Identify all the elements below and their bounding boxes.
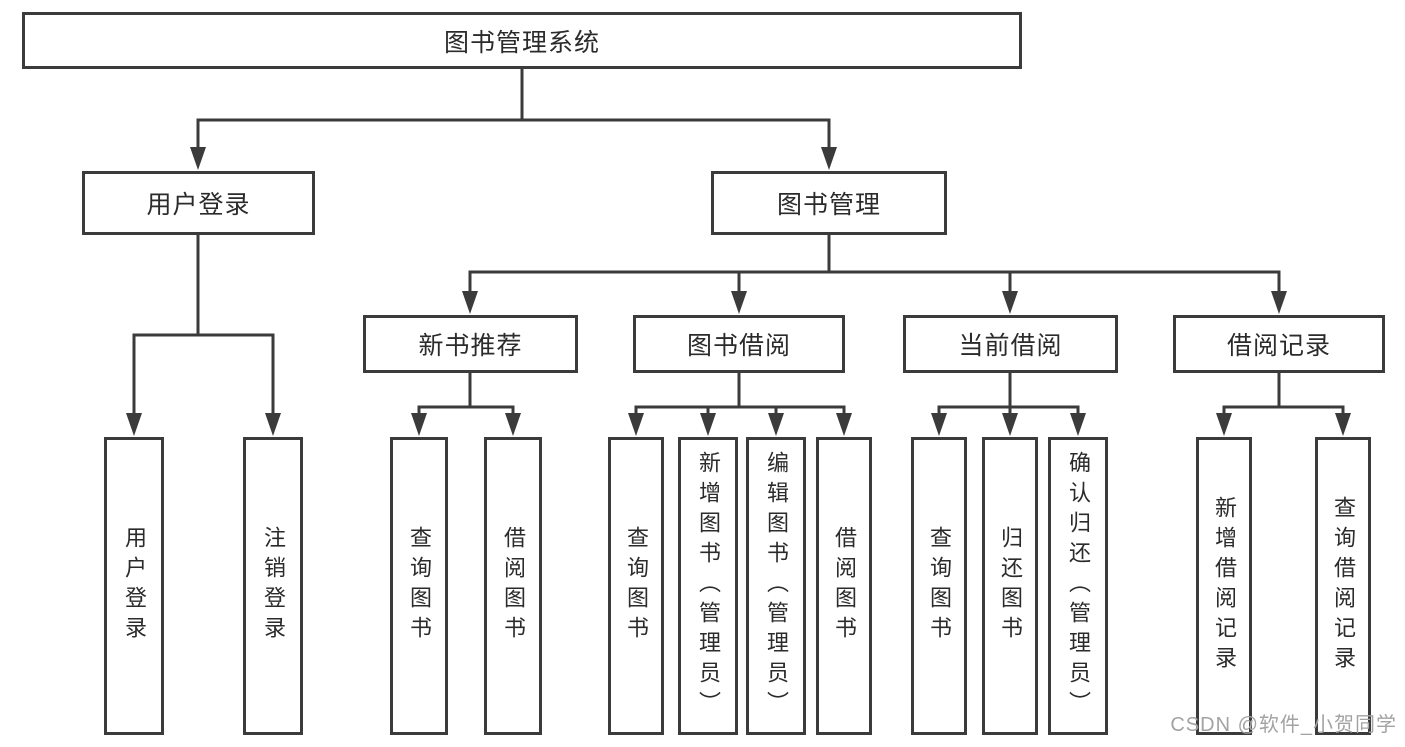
node-current-borrow: 当前借阅 [903, 315, 1118, 373]
leaf-query-books-borrow: 查询图书 [608, 437, 664, 735]
node-borrow-records: 借阅记录 [1173, 315, 1385, 373]
arrowheads [126, 147, 1351, 436]
node-new-book-recommend: 新书推荐 [363, 315, 578, 373]
leaf-borrow-books-recommend: 借阅图书 [484, 437, 542, 735]
node-book-management: 图书管理 [711, 171, 947, 235]
leaf-query-books-current: 查询图书 [911, 437, 967, 735]
leaf-return-book: 归还图书 [982, 437, 1038, 735]
node-library-system: 图书管理系统 [22, 12, 1022, 69]
leaf-query-borrow-record: 查询借阅记录 [1315, 437, 1371, 735]
leaf-add-borrow-record: 新增借阅记录 [1196, 437, 1252, 735]
leaf-edit-book-admin: 编辑图书（管理员） [746, 437, 806, 735]
leaf-user-login: 用户登录 [104, 437, 164, 735]
leaf-confirm-return-admin: 确认归还（管理员） [1048, 437, 1108, 735]
leaf-borrow-books-borrow: 借阅图书 [816, 437, 872, 735]
watermark: CSDN @软件_小贺同学 [1170, 714, 1397, 736]
connector-path [132, 69, 1345, 418]
leaf-query-books-recommend: 查询图书 [390, 437, 448, 735]
node-user-login: 用户登录 [82, 171, 315, 235]
node-book-borrow: 图书借阅 [633, 315, 845, 373]
leaf-logout: 注销登录 [243, 437, 303, 735]
leaf-add-book-admin: 新增图书（管理员） [678, 437, 738, 735]
